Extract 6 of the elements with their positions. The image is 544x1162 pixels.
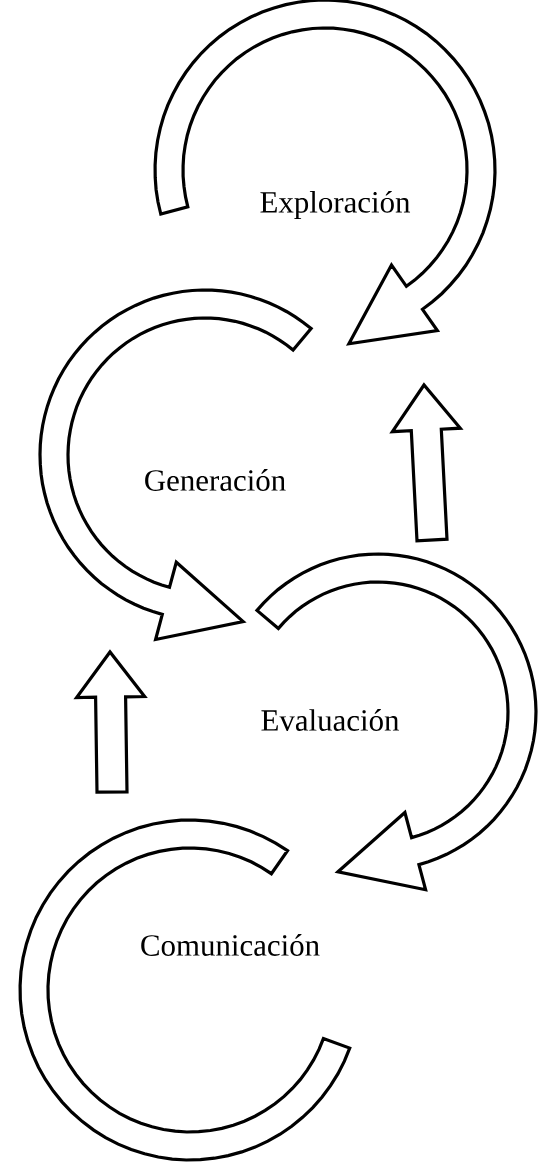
stage-label: Comunicación — [141, 934, 320, 956]
feedback-arrow — [389, 382, 464, 543]
stage-label: Generación — [145, 469, 286, 491]
stage-label: Evaluación — [261, 709, 400, 731]
stage-label: Exploración — [260, 191, 411, 220]
feedback-arrow — [73, 649, 148, 794]
